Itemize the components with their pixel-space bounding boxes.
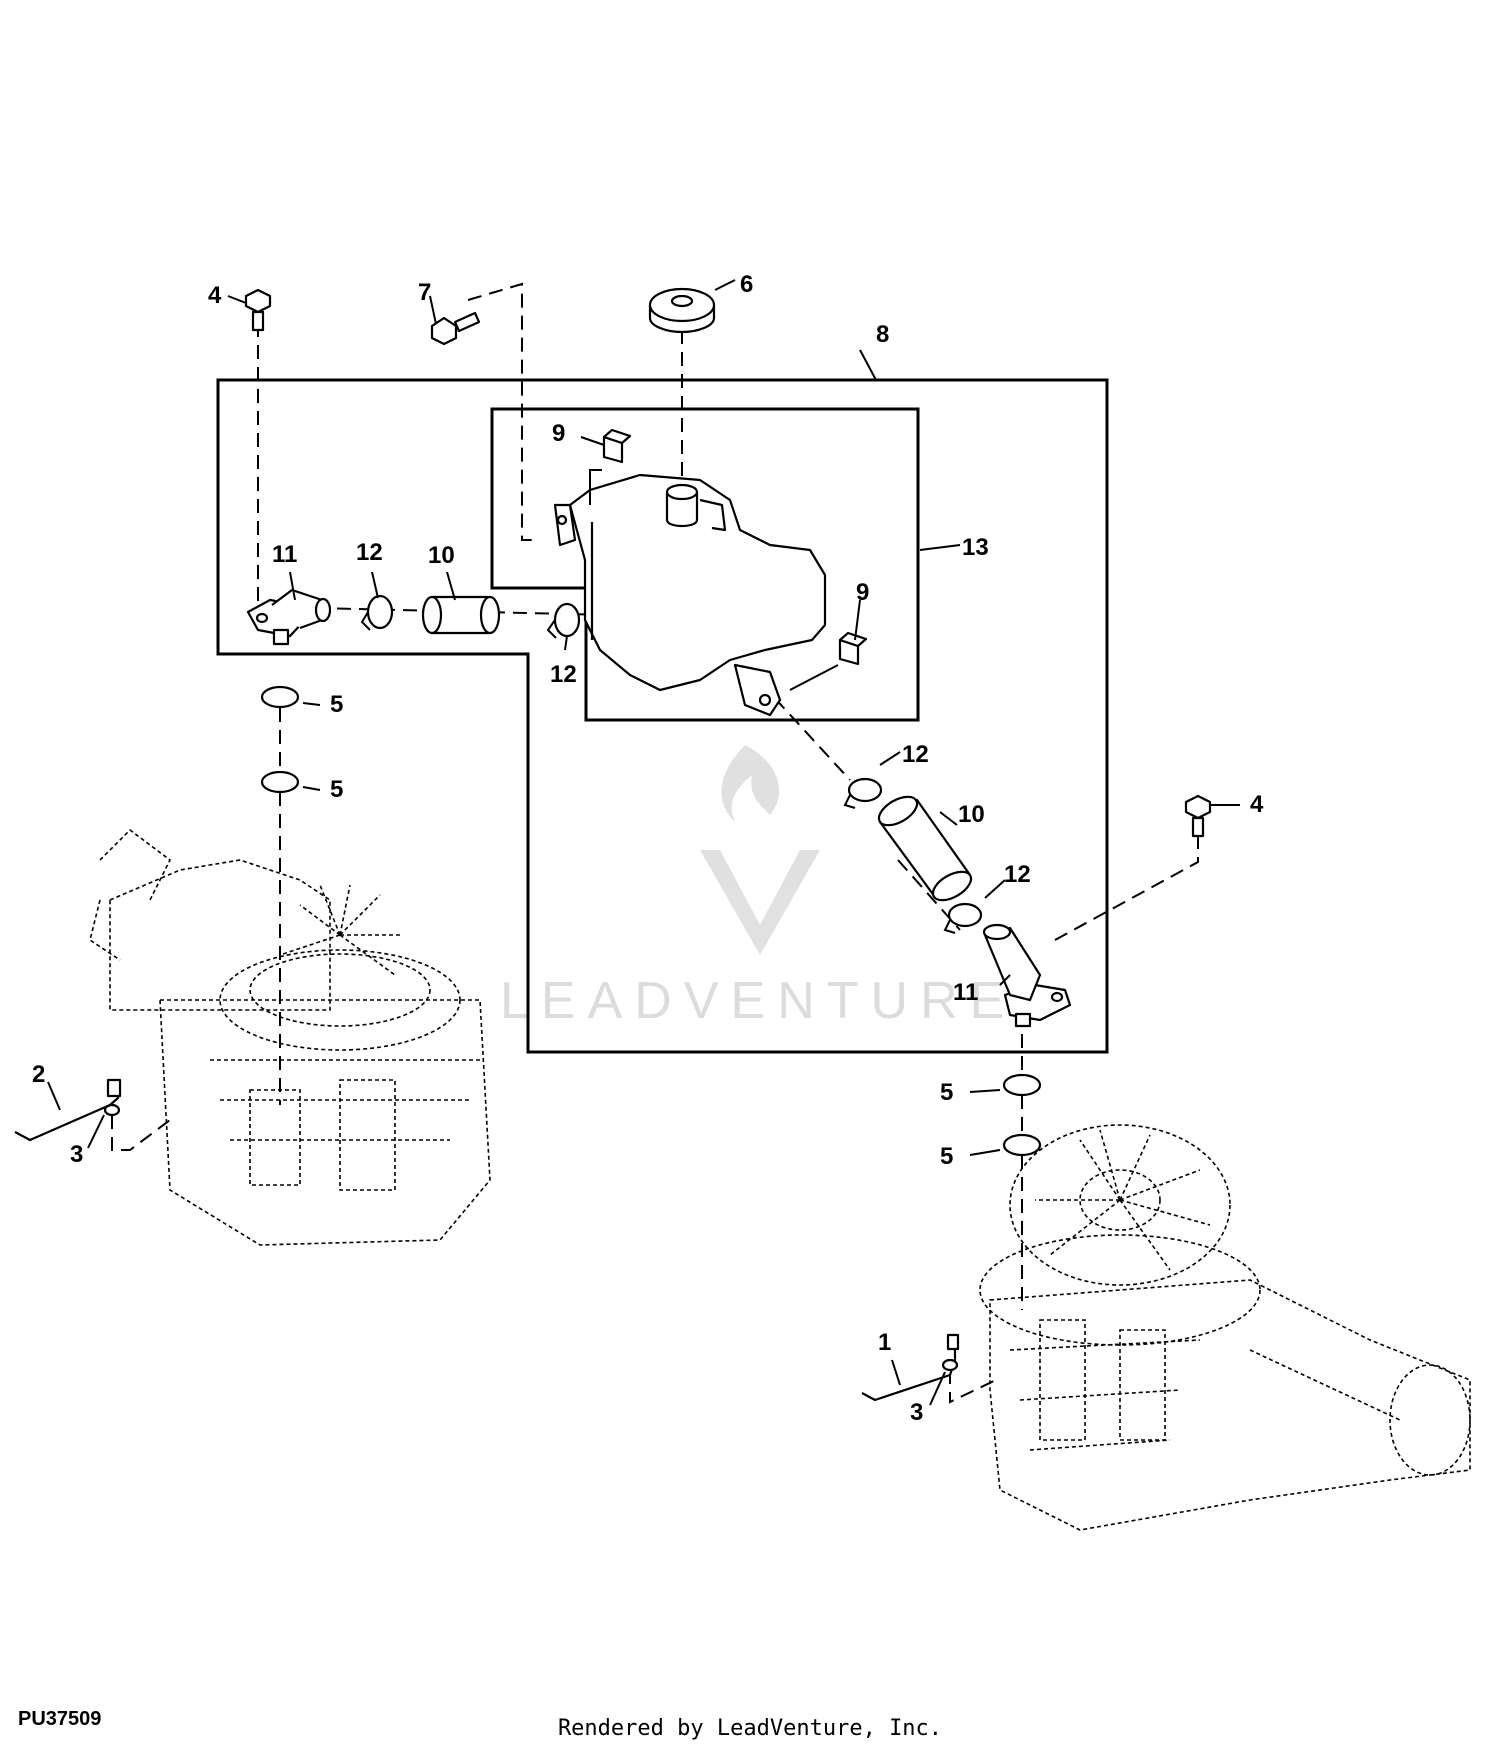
callout-7: 7 <box>418 279 431 306</box>
bolt-part-7 <box>430 311 481 346</box>
watermark-text: LEADVENTURE <box>500 972 1016 1030</box>
callout-12-b: 12 <box>550 661 577 688</box>
transaxle-right <box>979 1124 1471 1531</box>
rod-part-2-end <box>106 1078 122 1098</box>
callout-5-a: 5 <box>330 691 343 718</box>
callout-10-upper: 10 <box>428 542 455 569</box>
o-ring-part-5-a <box>260 685 300 709</box>
clip-part-9-top <box>602 428 632 464</box>
o-ring-part-5-b <box>260 770 300 794</box>
callout-5-b: 5 <box>330 776 343 803</box>
o-ring-part-5-c <box>1002 1073 1042 1097</box>
callout-11-right: 11 <box>953 979 978 1006</box>
callout-9-bottom: 9 <box>856 579 869 606</box>
clamp-part-12-c <box>843 777 883 809</box>
callout-8: 8 <box>876 321 889 348</box>
callout-3-right: 3 <box>910 1399 923 1426</box>
callout-3-left: 3 <box>70 1141 83 1168</box>
reservoir-part-13 <box>553 473 827 717</box>
rod-part-1 <box>861 1345 957 1402</box>
fitting-part-11-left <box>246 588 332 646</box>
callout-5-c: 5 <box>940 1079 953 1106</box>
callout-13: 13 <box>962 534 989 561</box>
callout-6: 6 <box>740 271 753 298</box>
washer-part-3-left <box>103 1103 121 1117</box>
rod-part-2 <box>14 1090 120 1142</box>
figure-id: PU37509 <box>18 1708 102 1730</box>
cap-part-6 <box>648 287 716 334</box>
bolt-part-4-right <box>1184 794 1212 838</box>
rod-part-1-end <box>946 1333 960 1351</box>
clamp-part-12-a <box>360 594 394 631</box>
fitting-part-11-right <box>982 923 1072 1028</box>
callout-1: 1 <box>878 1329 891 1356</box>
callout-9-top: 9 <box>552 420 565 447</box>
hose-part-10-lower <box>877 795 973 902</box>
assembly-13-outline <box>490 407 920 722</box>
washer-part-3-right <box>941 1358 959 1372</box>
callout-12-c: 12 <box>902 741 929 768</box>
clip-part-9-bottom <box>838 631 868 666</box>
callout-4-left: 4 <box>208 282 222 309</box>
callout-12-d: 12 <box>1004 861 1031 888</box>
assembly-8-outline <box>216 378 1109 1054</box>
callout-4-right: 4 <box>1250 791 1264 818</box>
callout-12-a: 12 <box>356 539 383 566</box>
clamp-part-12-b <box>546 602 581 639</box>
render-credit: Rendered by LeadVenture, Inc. <box>557 1716 943 1741</box>
hose-part-10-upper <box>421 595 501 635</box>
callout-10-lower: 10 <box>958 801 985 828</box>
watermark-logo <box>700 745 820 955</box>
o-ring-part-5-d <box>1002 1133 1042 1157</box>
bolt-part-4-left <box>244 288 272 332</box>
clamp-part-12-d <box>943 902 983 934</box>
transaxle-left <box>89 828 491 1246</box>
callout-11-left: 11 <box>272 541 297 568</box>
callout-5-d: 5 <box>940 1143 953 1170</box>
callout-2: 2 <box>32 1061 45 1088</box>
